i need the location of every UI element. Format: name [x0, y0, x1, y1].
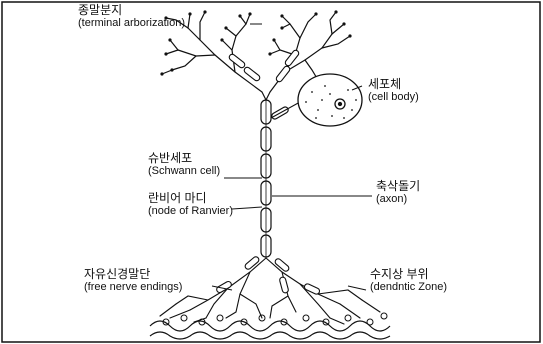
label-axon: 축삭돌기 (axon)	[376, 180, 420, 205]
cell-body	[298, 74, 362, 126]
label-node-of-ranvier-en: (node of Ranvier)	[148, 205, 233, 217]
label-terminal-arborization-ko: 종말분지	[78, 4, 185, 17]
lower-myelin	[216, 256, 321, 296]
label-dendritic-zone-ko: 수지상 부위	[370, 268, 447, 281]
upper-myelin	[228, 49, 300, 83]
label-dendritic-zone-en: (dendntic Zone)	[370, 281, 447, 293]
label-terminal-arborization-en: (terminal arborization)	[78, 17, 185, 29]
axon-trunk	[262, 92, 270, 100]
label-schwann-cell: 슈반세포 (Schwann cell)	[148, 152, 220, 177]
stalk-line	[271, 102, 300, 118]
label-free-nerve-endings-en: (free nerve endings)	[84, 281, 182, 293]
label-schwann-cell-ko: 슈반세포	[148, 152, 220, 165]
label-dendritic-zone: 수지상 부위 (dendntic Zone)	[370, 268, 447, 293]
label-node-of-ranvier-ko: 란비어 마디	[148, 192, 233, 205]
label-cell-body: 세포체 (cell body)	[368, 78, 419, 103]
tissue-surface	[150, 321, 390, 339]
label-terminal-arborization: 종말분지 (terminal arborization)	[78, 4, 185, 29]
dendritic-zone	[160, 258, 380, 324]
label-cell-body-en: (cell body)	[368, 91, 419, 103]
label-axon-ko: 축삭돌기	[376, 180, 420, 193]
label-free-nerve-endings: 자유신경말단 (free nerve endings)	[84, 268, 182, 293]
label-free-nerve-endings-ko: 자유신경말단	[84, 268, 182, 281]
label-schwann-cell-en: (Schwann cell)	[148, 165, 220, 177]
label-cell-body-ko: 세포체	[368, 78, 419, 91]
label-axon-en: (axon)	[376, 193, 420, 205]
label-node-of-ranvier: 란비어 마디 (node of Ranvier)	[148, 192, 233, 217]
